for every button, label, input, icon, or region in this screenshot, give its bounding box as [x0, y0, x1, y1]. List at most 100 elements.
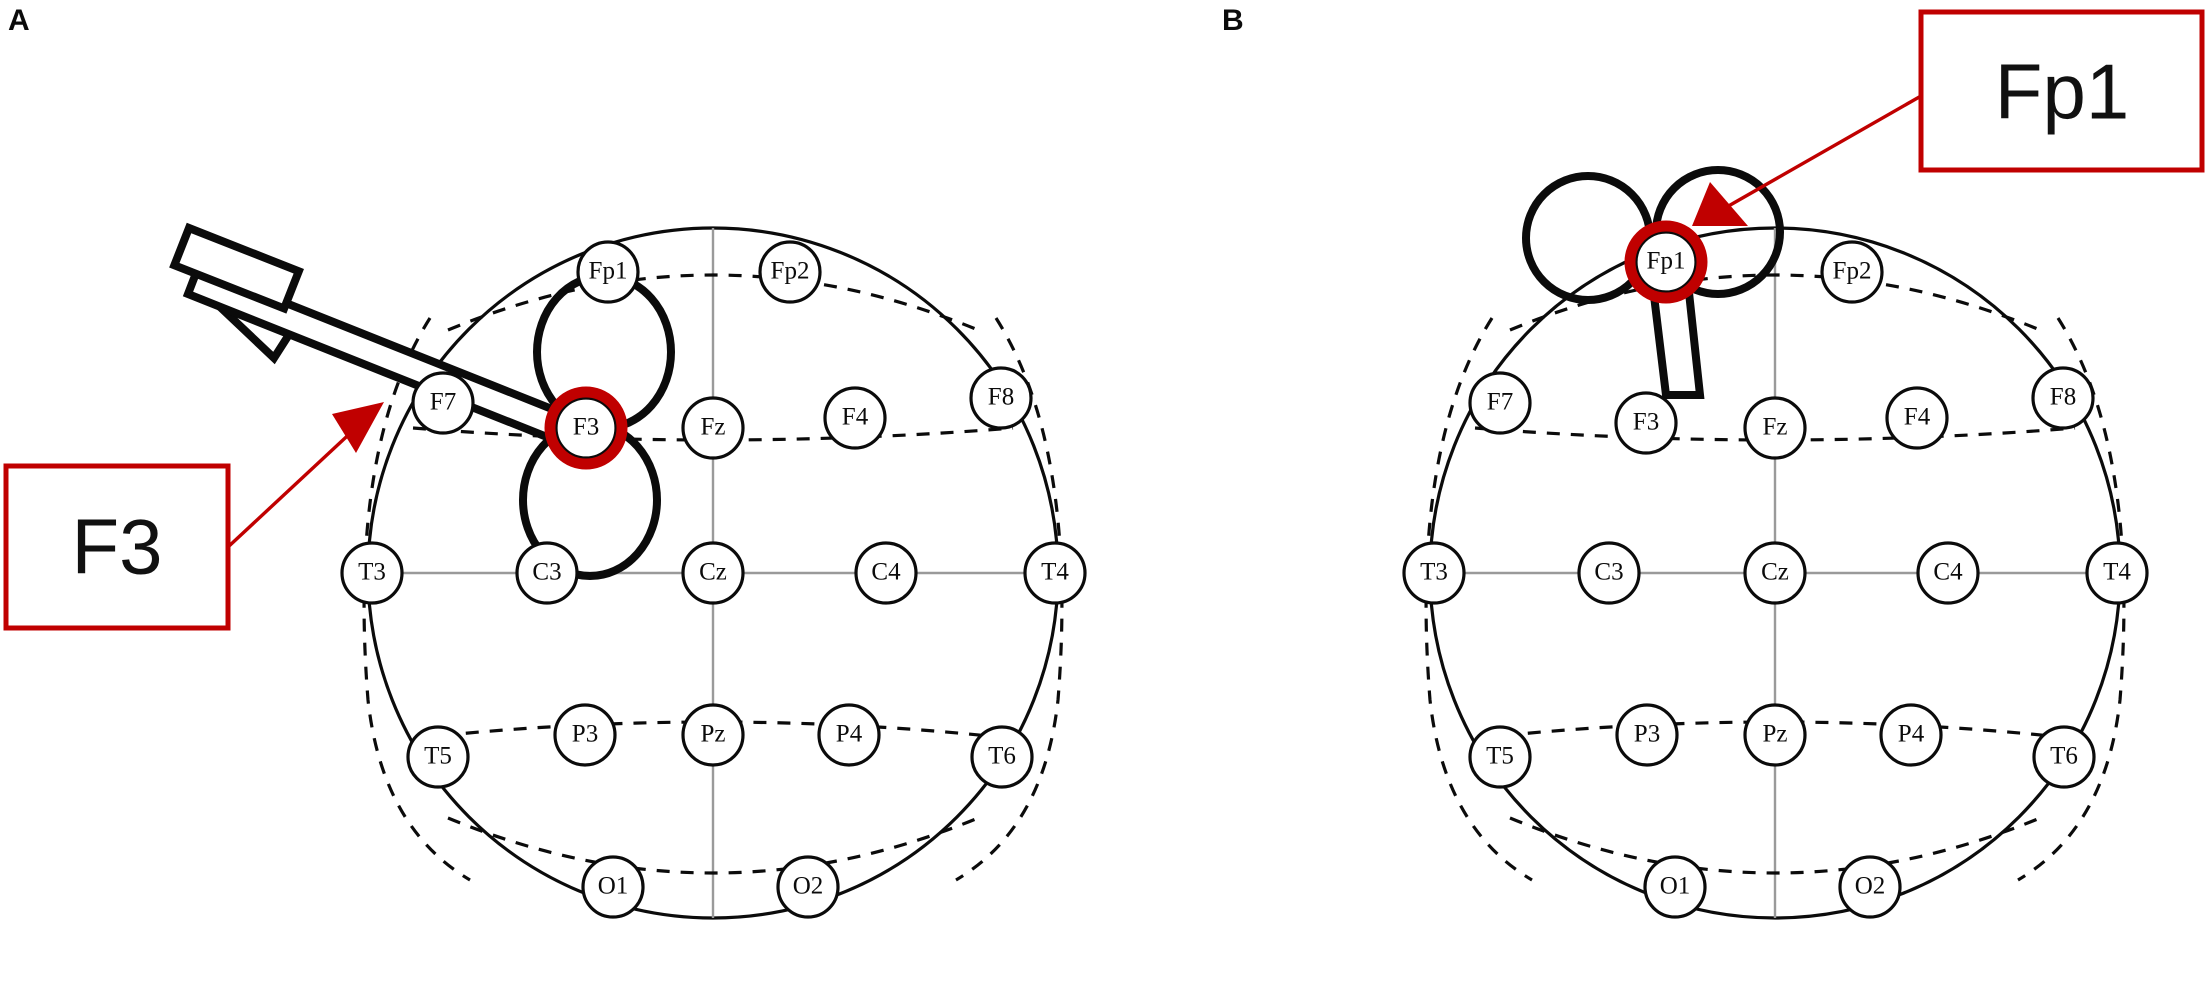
electrode-pz-a[interactable]: Pz [681, 703, 745, 767]
electrode-circle [970, 725, 1034, 789]
electrode-p3-a[interactable]: P3 [553, 703, 617, 767]
electrode-t4-b[interactable]: T4 [2085, 541, 2149, 605]
electrode-label: F7 [1487, 389, 1513, 416]
electrode-label: T4 [2103, 559, 2131, 586]
electrode-label: C4 [871, 559, 901, 586]
electrode-circle [1468, 725, 1532, 789]
callout-box-a[interactable] [3, 463, 231, 631]
electrode-circle [1577, 541, 1641, 605]
electrode-circle [681, 703, 745, 767]
dashed-arc-left-lateral-a [362, 317, 471, 882]
electrode-t5-a[interactable]: T5 [406, 725, 470, 789]
electrode-circle [1743, 396, 1807, 460]
electrode-p4-b[interactable]: P4 [1879, 703, 1943, 767]
electrode-f7-a[interactable]: F7 [411, 371, 475, 435]
callout-label-b: Fp1 [1995, 48, 2129, 136]
electrode-label: T5 [424, 743, 452, 770]
electrode-label: O2 [793, 873, 824, 900]
electrode-label: Fz [1763, 414, 1788, 441]
electrode-label: Pz [701, 721, 726, 748]
electrode-o2-a[interactable]: O2 [776, 855, 840, 919]
electrode-fp1-a[interactable]: Fp1 [576, 240, 640, 304]
electrode-label: Fp2 [1833, 258, 1872, 285]
electrode-t6-b[interactable]: T6 [2032, 725, 2096, 789]
electrode-circle [1743, 541, 1807, 605]
electrode-fz-b[interactable]: Fz [1743, 396, 1807, 460]
electrode-label: O2 [1855, 873, 1886, 900]
target-ring-fp1 [1624, 220, 1708, 304]
electrode-c4-b[interactable]: C4 [1916, 541, 1980, 605]
electrode-pz-b[interactable]: Pz [1743, 703, 1807, 767]
dashed-arc-right-lateral-b [2017, 317, 2126, 882]
electrode-circle [515, 541, 579, 605]
electrode-label: P3 [1634, 721, 1660, 748]
target-ring-f3 [544, 386, 628, 470]
electrode-label: F4 [842, 404, 869, 431]
electrode-label: F4 [1904, 404, 1931, 431]
electrode-t3-b[interactable]: T3 [1402, 541, 1466, 605]
dashed-arc-occipital-b [1509, 816, 2041, 875]
electrode-c3-b[interactable]: C3 [1577, 541, 1641, 605]
electrode-p3-b[interactable]: P3 [1615, 703, 1679, 767]
electrode-circle [1916, 541, 1980, 605]
electrode-circle [681, 396, 745, 460]
electrode-t6-a[interactable]: T6 [970, 725, 1034, 789]
electrode-f8-a[interactable]: F8 [969, 366, 1033, 430]
electrode-fp2-a[interactable]: Fp2 [758, 240, 822, 304]
electrode-f7-b[interactable]: F7 [1468, 371, 1532, 435]
electrode-circle [2085, 541, 2149, 605]
dashed-arc-occipital-a [447, 816, 979, 875]
electrode-label: O1 [1660, 873, 1691, 900]
electrode-p4-a[interactable]: P4 [817, 703, 881, 767]
electrode-o2-b[interactable]: O2 [1838, 855, 1902, 919]
electrode-t5-b[interactable]: T5 [1468, 725, 1532, 789]
callout-box-b[interactable] [1918, 9, 2205, 173]
panel-letter-b: B [1222, 4, 1245, 37]
electrode-circle [823, 386, 887, 450]
electrode-label: C4 [1933, 559, 1963, 586]
electrode-t4-a[interactable]: T4 [1023, 541, 1087, 605]
electrode-fp1-b[interactable]: Fp1 [1634, 230, 1698, 294]
electrode-f8-b[interactable]: F8 [2031, 366, 2095, 430]
electrode-c3-a[interactable]: C3 [515, 541, 579, 605]
electrode-label: C3 [532, 559, 561, 586]
electrode-f3-b[interactable]: F3 [1614, 391, 1678, 455]
electrode-label: T6 [988, 743, 1016, 770]
electrode-t3-a[interactable]: T3 [340, 541, 404, 605]
electrode-o1-b[interactable]: O1 [1643, 855, 1707, 919]
electrode-label: P3 [572, 721, 598, 748]
electrode-f3-a[interactable]: F3 [554, 396, 618, 460]
electrode-circle [1643, 855, 1707, 919]
electrode-cz-a[interactable]: Cz [681, 541, 745, 605]
electrode-circle [681, 541, 745, 605]
callout-label-a: F3 [71, 503, 162, 591]
electrode-f4-b[interactable]: F4 [1885, 386, 1949, 450]
electrode-label: T3 [1420, 559, 1448, 586]
electrode-label: Cz [699, 559, 727, 586]
electrode-label: F8 [988, 384, 1014, 411]
electrode-circle [581, 855, 645, 919]
electrode-circle [340, 541, 404, 605]
electrode-f4-a[interactable]: F4 [823, 386, 887, 450]
electrode-circle [854, 541, 918, 605]
electrode-cz-b[interactable]: Cz [1743, 541, 1807, 605]
electrode-fp2-b[interactable]: Fp2 [1820, 240, 1884, 304]
electrode-fz-a[interactable]: Fz [681, 396, 745, 460]
electrode-o1-a[interactable]: O1 [581, 855, 645, 919]
electrode-circle [1402, 541, 1466, 605]
electrode-label: C3 [1594, 559, 1623, 586]
electrode-label: O1 [598, 873, 629, 900]
electrode-label: T5 [1486, 743, 1514, 770]
electrode-label: T6 [2050, 743, 2078, 770]
electrode-circle [969, 366, 1033, 430]
callout-arrowhead-a [332, 402, 384, 453]
electrode-label: P4 [836, 721, 863, 748]
electrode-c4-a[interactable]: C4 [854, 541, 918, 605]
electrode-circle [411, 371, 475, 435]
electrode-circle [1614, 391, 1678, 455]
electrode-circle [554, 396, 618, 460]
